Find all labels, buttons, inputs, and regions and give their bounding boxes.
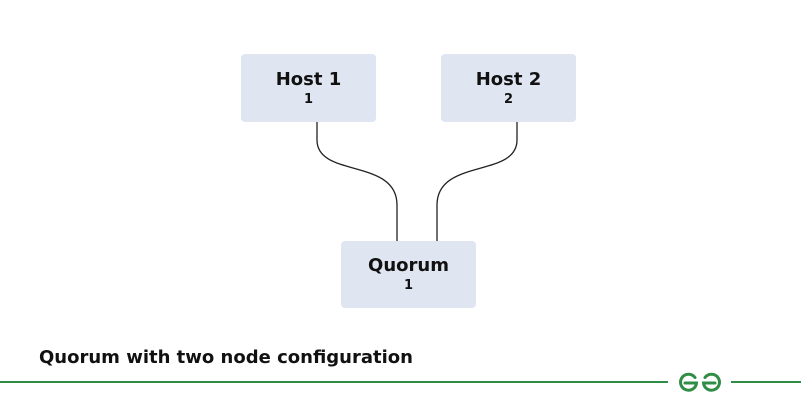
edge-host1-to-quorum: [316, 122, 398, 241]
diagram-caption: Quorum with two node configuration: [39, 347, 413, 368]
footer-divider-right: [731, 381, 801, 383]
geeksforgeeks-logo-icon: [679, 372, 721, 392]
node-subtitle: 1: [303, 91, 314, 107]
edge-host2-to-quorum: [436, 122, 518, 241]
node-host-1: Host 1 1: [241, 54, 376, 122]
node-title: Host 1: [275, 68, 342, 90]
node-host-2: Host 2 2: [441, 54, 576, 122]
node-quorum: Quorum 1: [341, 241, 476, 308]
node-subtitle: 1: [403, 278, 414, 293]
node-title: Host 2: [475, 68, 542, 90]
node-subtitle: 2: [503, 91, 514, 107]
footer-divider-left: [0, 381, 668, 383]
node-title: Quorum: [368, 255, 449, 276]
